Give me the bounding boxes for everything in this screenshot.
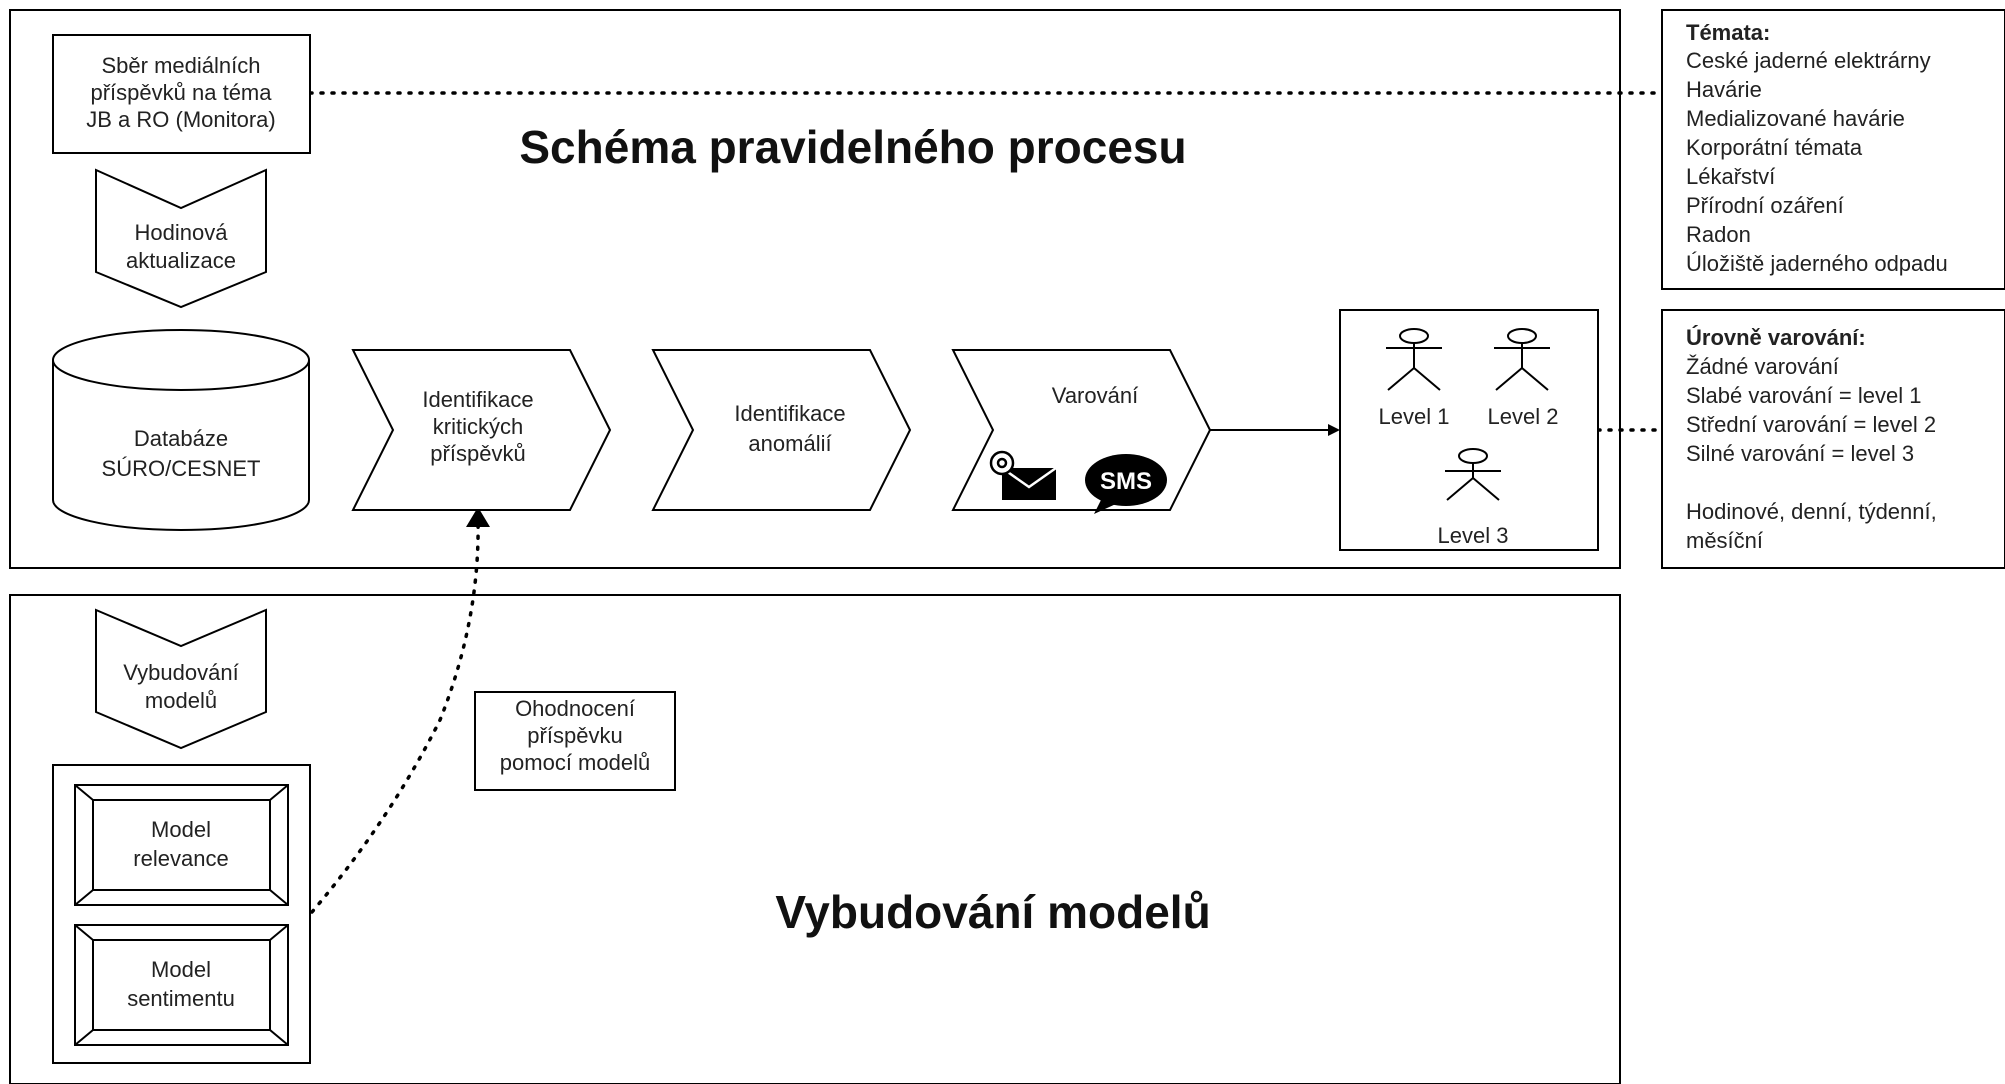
- topics-item: Medializované havárie: [1686, 106, 1905, 131]
- build-models-line: Vybudování: [123, 660, 238, 685]
- warning-levels-heading: Úrovně varování:: [1686, 325, 1866, 350]
- evaluation-line: příspěvku: [527, 723, 622, 748]
- hourly-update-line: aktualizace: [126, 248, 236, 273]
- topics-item: Přírodní ozáření: [1686, 193, 1844, 218]
- topics-heading: Témata:: [1686, 20, 1770, 45]
- warning-levels-panel: Úrovně varování: Žádné varování Slabé va…: [1661, 309, 2005, 569]
- model-relevance-node: Model relevance: [74, 784, 289, 906]
- build-models-line: modelů: [145, 688, 217, 713]
- warning-levels-item: Střední varování = level 2: [1686, 412, 1936, 437]
- models-group: Model relevance Model sentimentu: [52, 764, 311, 1064]
- step-warning: Varování SMS: [951, 349, 1212, 514]
- level-3-label: Level 3: [1438, 523, 1509, 548]
- collection-line: JB a RO (Monitora): [86, 107, 276, 132]
- database-line: Databáze: [134, 426, 228, 451]
- topics-item: Úložiště jaderného odpadu: [1686, 251, 1948, 276]
- evaluation-line: Ohodnocení: [515, 696, 635, 721]
- model-relevance-line: Model: [151, 817, 211, 842]
- warning-levels-item: Žádné varování: [1686, 354, 1839, 379]
- step-critical-line: Identifikace: [422, 387, 533, 412]
- level-1-label: Level 1: [1379, 404, 1450, 429]
- warning-levels-item: Silné varování = level 3: [1686, 441, 1914, 466]
- collection-line: Sběr mediálních: [102, 53, 261, 78]
- model-sentiment-line: sentimentu: [127, 986, 235, 1011]
- topics-item: Havárie: [1686, 77, 1762, 102]
- build-models-node: Vybudování modelů: [95, 608, 267, 750]
- warning-levels-item: Slabé varování = level 1: [1686, 383, 1921, 408]
- sms-icon-label: SMS: [1100, 468, 1152, 495]
- warning-levels-item: Hodinové, denní, týdenní,: [1686, 499, 1937, 524]
- database-line: SÚRO/CESNET: [102, 456, 261, 481]
- models-title: Vybudování modelů: [775, 886, 1210, 938]
- evaluation-arrowhead: [466, 507, 490, 527]
- evaluation-line: pomocí modelů: [500, 750, 650, 775]
- level-2-label: Level 2: [1488, 404, 1559, 429]
- level-3-actor-icon: [1445, 448, 1501, 501]
- warning-levels-item: měsíční: [1686, 528, 1763, 553]
- database-node: Databáze SÚRO/CESNET: [52, 329, 310, 531]
- collection-line: příspěvků na téma: [91, 80, 273, 105]
- topics-item: Lékařství: [1686, 164, 1775, 189]
- email-icon: [989, 450, 1057, 500]
- step-warning-label: Varování: [1052, 383, 1138, 408]
- level-1-actor-icon: [1386, 328, 1442, 391]
- model-relevance-line: relevance: [133, 846, 228, 871]
- sms-icon: SMS: [1085, 454, 1167, 514]
- hourly-update-node: Hodinová aktualizace: [95, 168, 267, 309]
- model-sentiment-line: Model: [151, 957, 211, 982]
- step-critical-line: příspěvků: [430, 441, 525, 466]
- step-anomalies-line: Identifikace: [734, 401, 845, 426]
- step-anomalies: Identifikace anomálií: [651, 349, 912, 511]
- process-title: Schéma pravidelného procesu: [519, 121, 1186, 173]
- step-anomalies-line: anomálií: [748, 431, 831, 456]
- topics-panel: Témata: Ceské jaderné elektrárny Havárie…: [1661, 9, 2005, 290]
- hourly-update-line: Hodinová: [135, 220, 229, 245]
- topics-item: Korporátní témata: [1686, 135, 1863, 160]
- evaluation-dotted-link: [310, 518, 480, 914]
- step-critical-line: kritických: [433, 414, 523, 439]
- topics-item: Ceské jaderné elektrárny: [1686, 48, 1931, 73]
- evaluation-node: Ohodnocení příspěvku pomocí modelů: [474, 691, 676, 791]
- collection-node: Sběr mediálních příspěvků na téma JB a R…: [52, 34, 311, 154]
- model-sentiment-node: Model sentimentu: [74, 924, 289, 1046]
- level-2-actor-icon: [1494, 328, 1550, 391]
- step-critical-posts: Identifikace kritických příspěvků: [351, 349, 612, 511]
- levels-node: Level 1 Level 2 Level 3: [1339, 309, 1599, 551]
- topics-item: Radon: [1686, 222, 1751, 247]
